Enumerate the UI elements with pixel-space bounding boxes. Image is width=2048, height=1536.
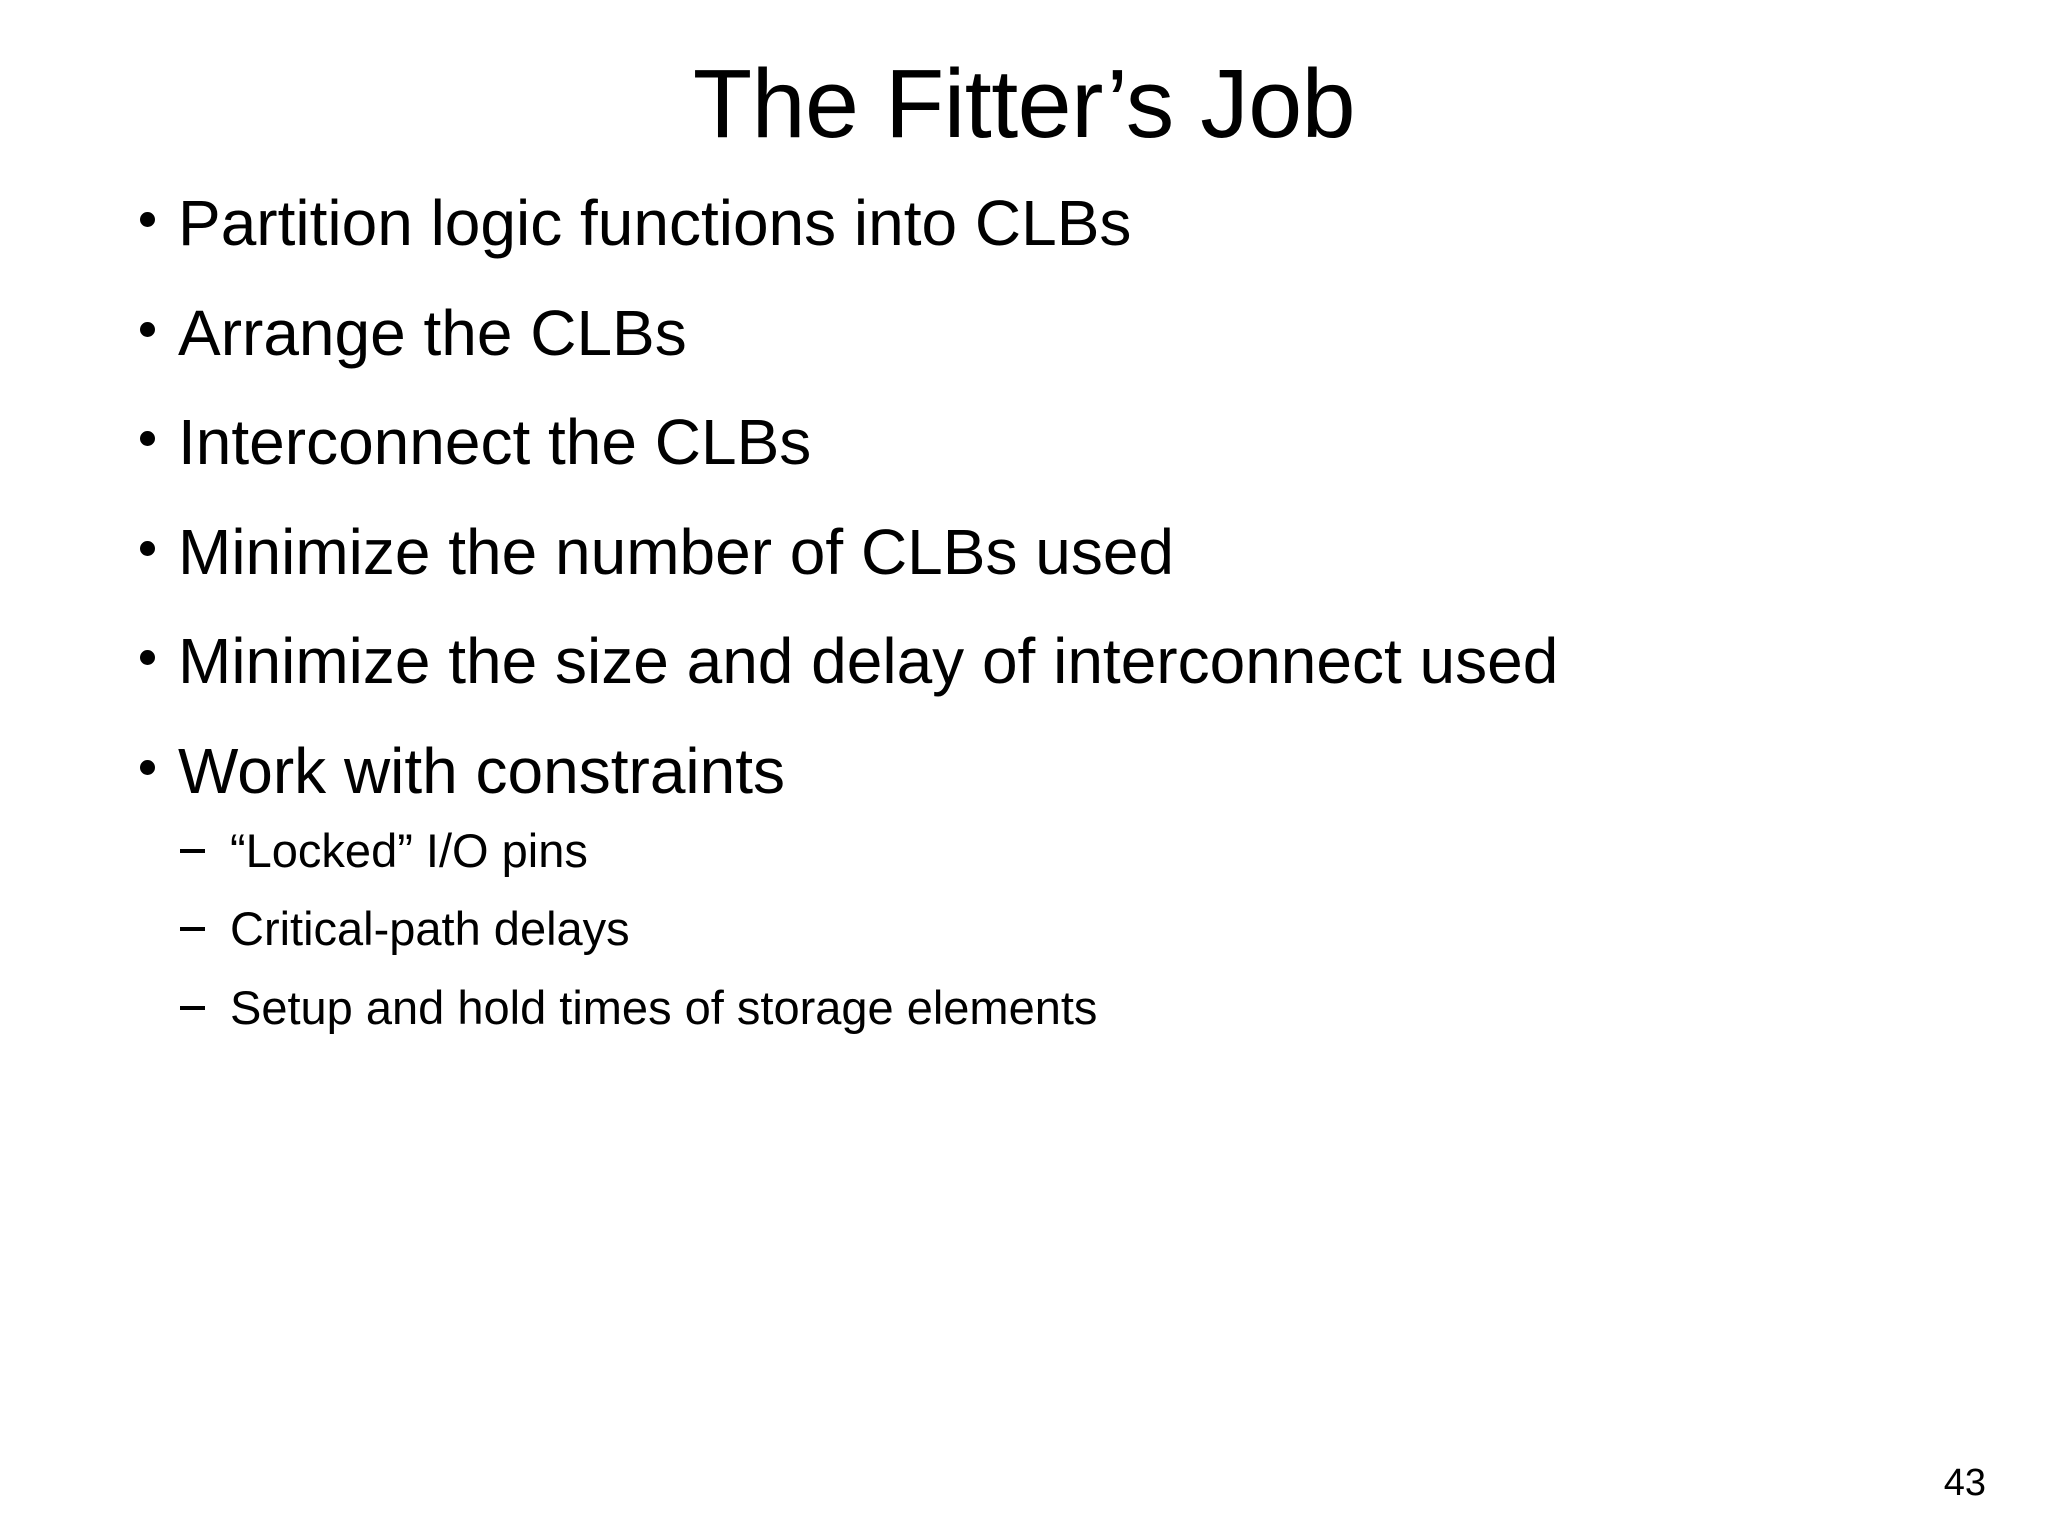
bullet-label: Minimize the number of CLBs used: [178, 515, 1174, 588]
bullet-list: Partition logic functions into CLBs Arra…: [130, 186, 1930, 1036]
dash-icon: [180, 849, 205, 854]
page-number: 43: [1943, 1462, 1986, 1504]
dash-icon: [180, 927, 205, 932]
page-title: The Fitter’s Job: [692, 49, 1356, 158]
bullet-label: Interconnect the CLBs: [178, 406, 812, 479]
sub-bullet-label: Critical-path delays: [230, 902, 630, 956]
bullet-label: Minimize the size and delay of interconn…: [178, 625, 1559, 698]
bullet-dot-icon: [140, 540, 155, 556]
bullet-dot-icon: [140, 759, 155, 775]
list-item: Arrange the CLBs: [130, 296, 1878, 372]
list-item: Minimize the size and delay of interconn…: [130, 624, 1878, 700]
sub-bullet-label: Setup and hold times of storage elements: [230, 980, 1098, 1034]
list-item: Minimize the number of CLBs used: [130, 515, 1878, 591]
list-item: Work with constraints “Locked” I/O pins …: [130, 734, 1878, 1037]
sub-list-item: Setup and hold times of storage elements: [178, 980, 1878, 1036]
bullet-label: Work with constraints: [178, 734, 785, 807]
list-item: Interconnect the CLBs: [130, 405, 1878, 481]
slide-body: Partition logic functions into CLBs Arra…: [130, 186, 1930, 1070]
bullet-dot-icon: [140, 650, 155, 666]
bullet-label: Partition logic functions into CLBs: [178, 187, 1132, 259]
bullet-dot-icon: [140, 321, 155, 337]
dash-icon: [180, 1005, 205, 1010]
sub-list-item: “Locked” I/O pins: [178, 823, 1878, 879]
sub-bullet-list: “Locked” I/O pins Critical-path delays S…: [178, 823, 1878, 1036]
bullet-dot-icon: [140, 431, 155, 447]
bullet-label: Arrange the CLBs: [178, 296, 687, 369]
sub-list-item: Critical-path delays: [178, 901, 1878, 957]
list-item: Partition logic functions into CLBs: [130, 186, 1878, 262]
bullet-dot-icon: [140, 212, 155, 227]
sub-bullet-label: “Locked” I/O pins: [230, 824, 588, 878]
